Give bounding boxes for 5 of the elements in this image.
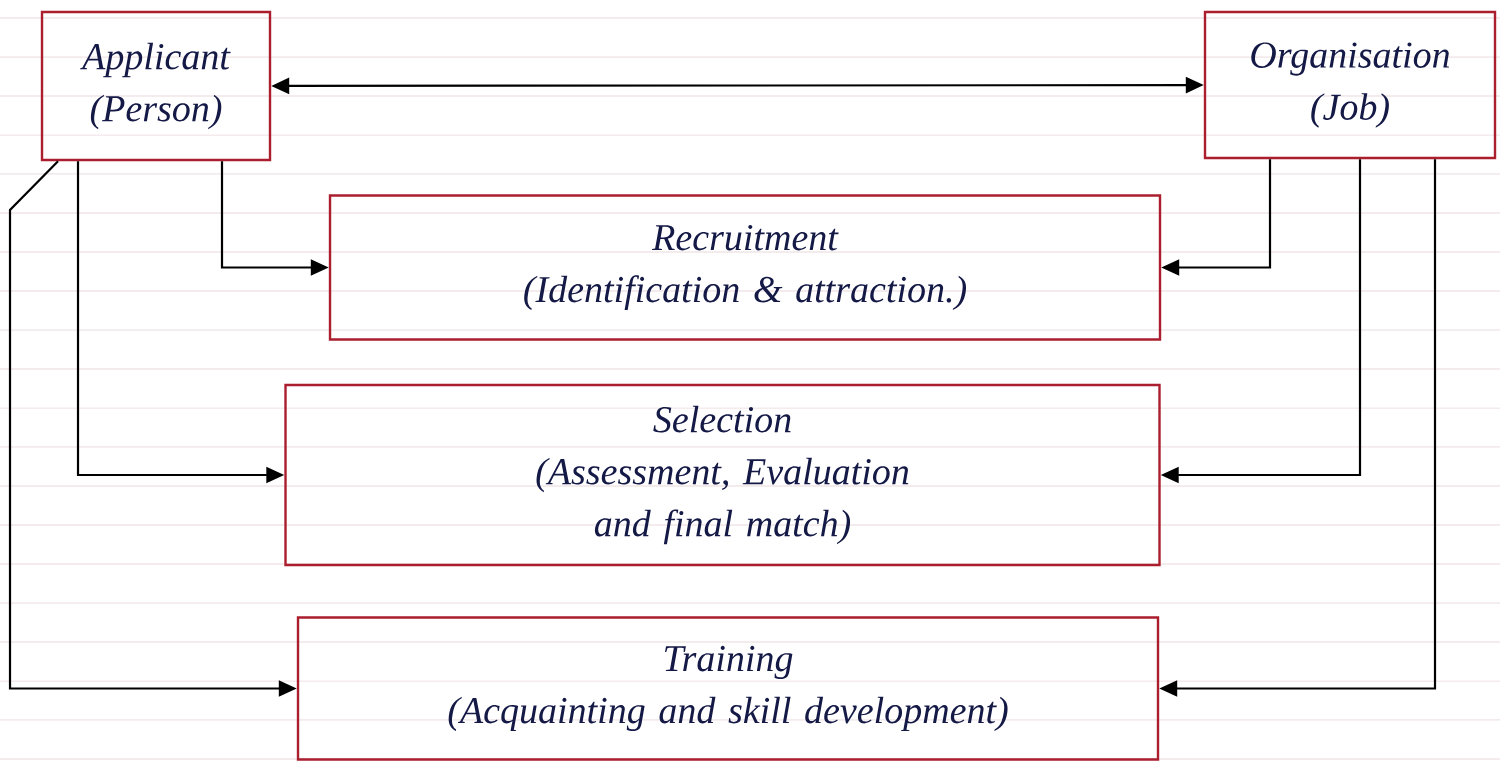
process-box: Training (Acquainting and skill development)	[296, 616, 1160, 761]
process-box: Organisation (Job)	[1203, 10, 1497, 160]
process-box: Recruitment (Identification & attraction.)	[328, 194, 1162, 341]
process-box: Applicant (Person)	[40, 10, 272, 162]
process-box: Selection (Assessment, Evaluation and final match)	[284, 383, 1161, 567]
